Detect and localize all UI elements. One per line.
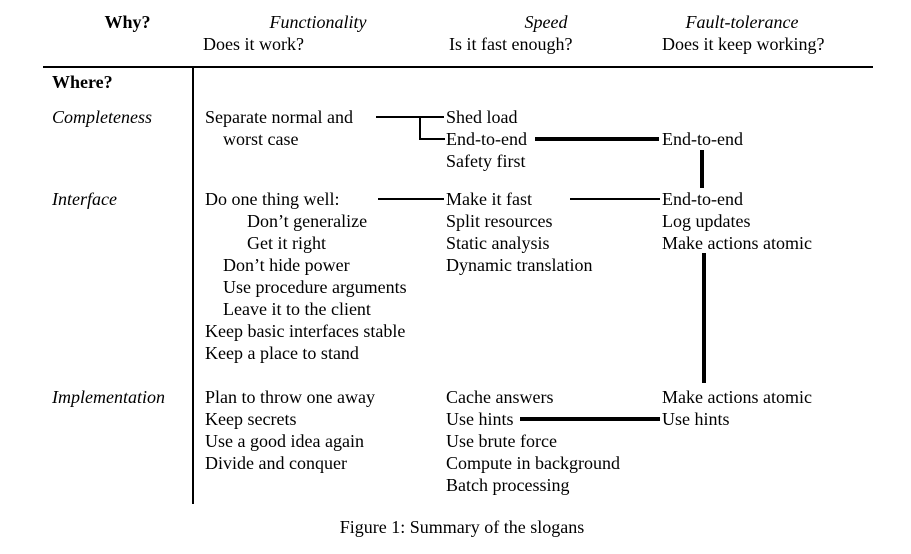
where-header: Where?: [52, 72, 113, 92]
column-divider: [192, 68, 194, 504]
slogan-item: Log updates: [662, 211, 751, 231]
slogan-item: Static analysis: [446, 233, 550, 253]
slogan-item: End-to-end: [662, 129, 743, 149]
column-title-functionality: Functionality: [269, 12, 367, 32]
column-title-fault-tolerance: Fault-tolerance: [685, 12, 799, 32]
slogan-item: Do one thing well:: [205, 189, 340, 209]
slogan-item: Compute in background: [446, 453, 620, 473]
connector-make-it-fast-to-end-to-end-line: [570, 198, 660, 200]
slogan-item: Keep basic interfaces stable: [205, 321, 406, 341]
column-title-speed: Speed: [524, 12, 568, 32]
connector-use-hints-thick-line: [520, 417, 660, 421]
slogan-item: Use a good idea again: [205, 431, 364, 451]
slogan-item: Keep a place to stand: [205, 343, 359, 363]
section-label-completeness: Completeness: [52, 107, 152, 127]
figure-caption: Figure 1: Summary of the slogans: [339, 517, 585, 537]
connector-branch-to-end-to-end-line: [419, 138, 445, 140]
slogan-item: Use brute force: [446, 431, 557, 451]
slogan-item: Make it fast: [446, 189, 532, 209]
slogan-item: worst case: [223, 129, 299, 149]
slogan-item: Divide and conquer: [205, 453, 347, 473]
connector-end-to-end-vertical-thick-line: [700, 150, 704, 188]
slogan-item: Cache answers: [446, 387, 554, 407]
slogan-item: End-to-end: [446, 129, 527, 149]
column-question-functionality: Does it work?: [203, 34, 304, 54]
slogan-item: Make actions atomic: [662, 233, 812, 253]
section-label-implementation: Implementation: [52, 387, 165, 407]
slogan-item: Get it right: [247, 233, 326, 253]
slogan-item: Use hints: [662, 409, 730, 429]
slogan-item: Keep secrets: [205, 409, 297, 429]
slogan-item: Separate normal and: [205, 107, 353, 127]
section-label-interface: Interface: [52, 189, 117, 209]
connector-separate-to-shed-load-line: [376, 116, 444, 118]
connector-branch-vertical-line: [419, 116, 421, 140]
slogan-item: Leave it to the client: [223, 299, 371, 319]
why-header: Why?: [104, 12, 151, 32]
slogan-item: Dynamic translation: [446, 255, 593, 275]
header-rule: [43, 66, 873, 68]
slogan-item: Shed load: [446, 107, 518, 127]
slogan-item: Plan to throw one away: [205, 387, 375, 407]
slogan-item: End-to-end: [662, 189, 743, 209]
column-question-fault-tolerance: Does it keep working?: [662, 34, 825, 54]
slogan-item: Split resources: [446, 211, 553, 231]
slogan-item: Safety first: [446, 151, 526, 171]
column-question-speed: Is it fast enough?: [449, 34, 573, 54]
connector-do-one-thing-to-make-it-fast-line: [378, 198, 444, 200]
slogan-item: Use procedure arguments: [223, 277, 407, 297]
connector-make-actions-atomic-thick-line: [702, 253, 706, 383]
slogan-item: Batch processing: [446, 475, 570, 495]
connector-end-to-end-thick-line: [535, 137, 659, 141]
slogan-item: Don’t generalize: [247, 211, 368, 231]
slogan-item: Use hints: [446, 409, 514, 429]
slogan-item: Make actions atomic: [662, 387, 812, 407]
slogan-item: Don’t hide power: [223, 255, 350, 275]
